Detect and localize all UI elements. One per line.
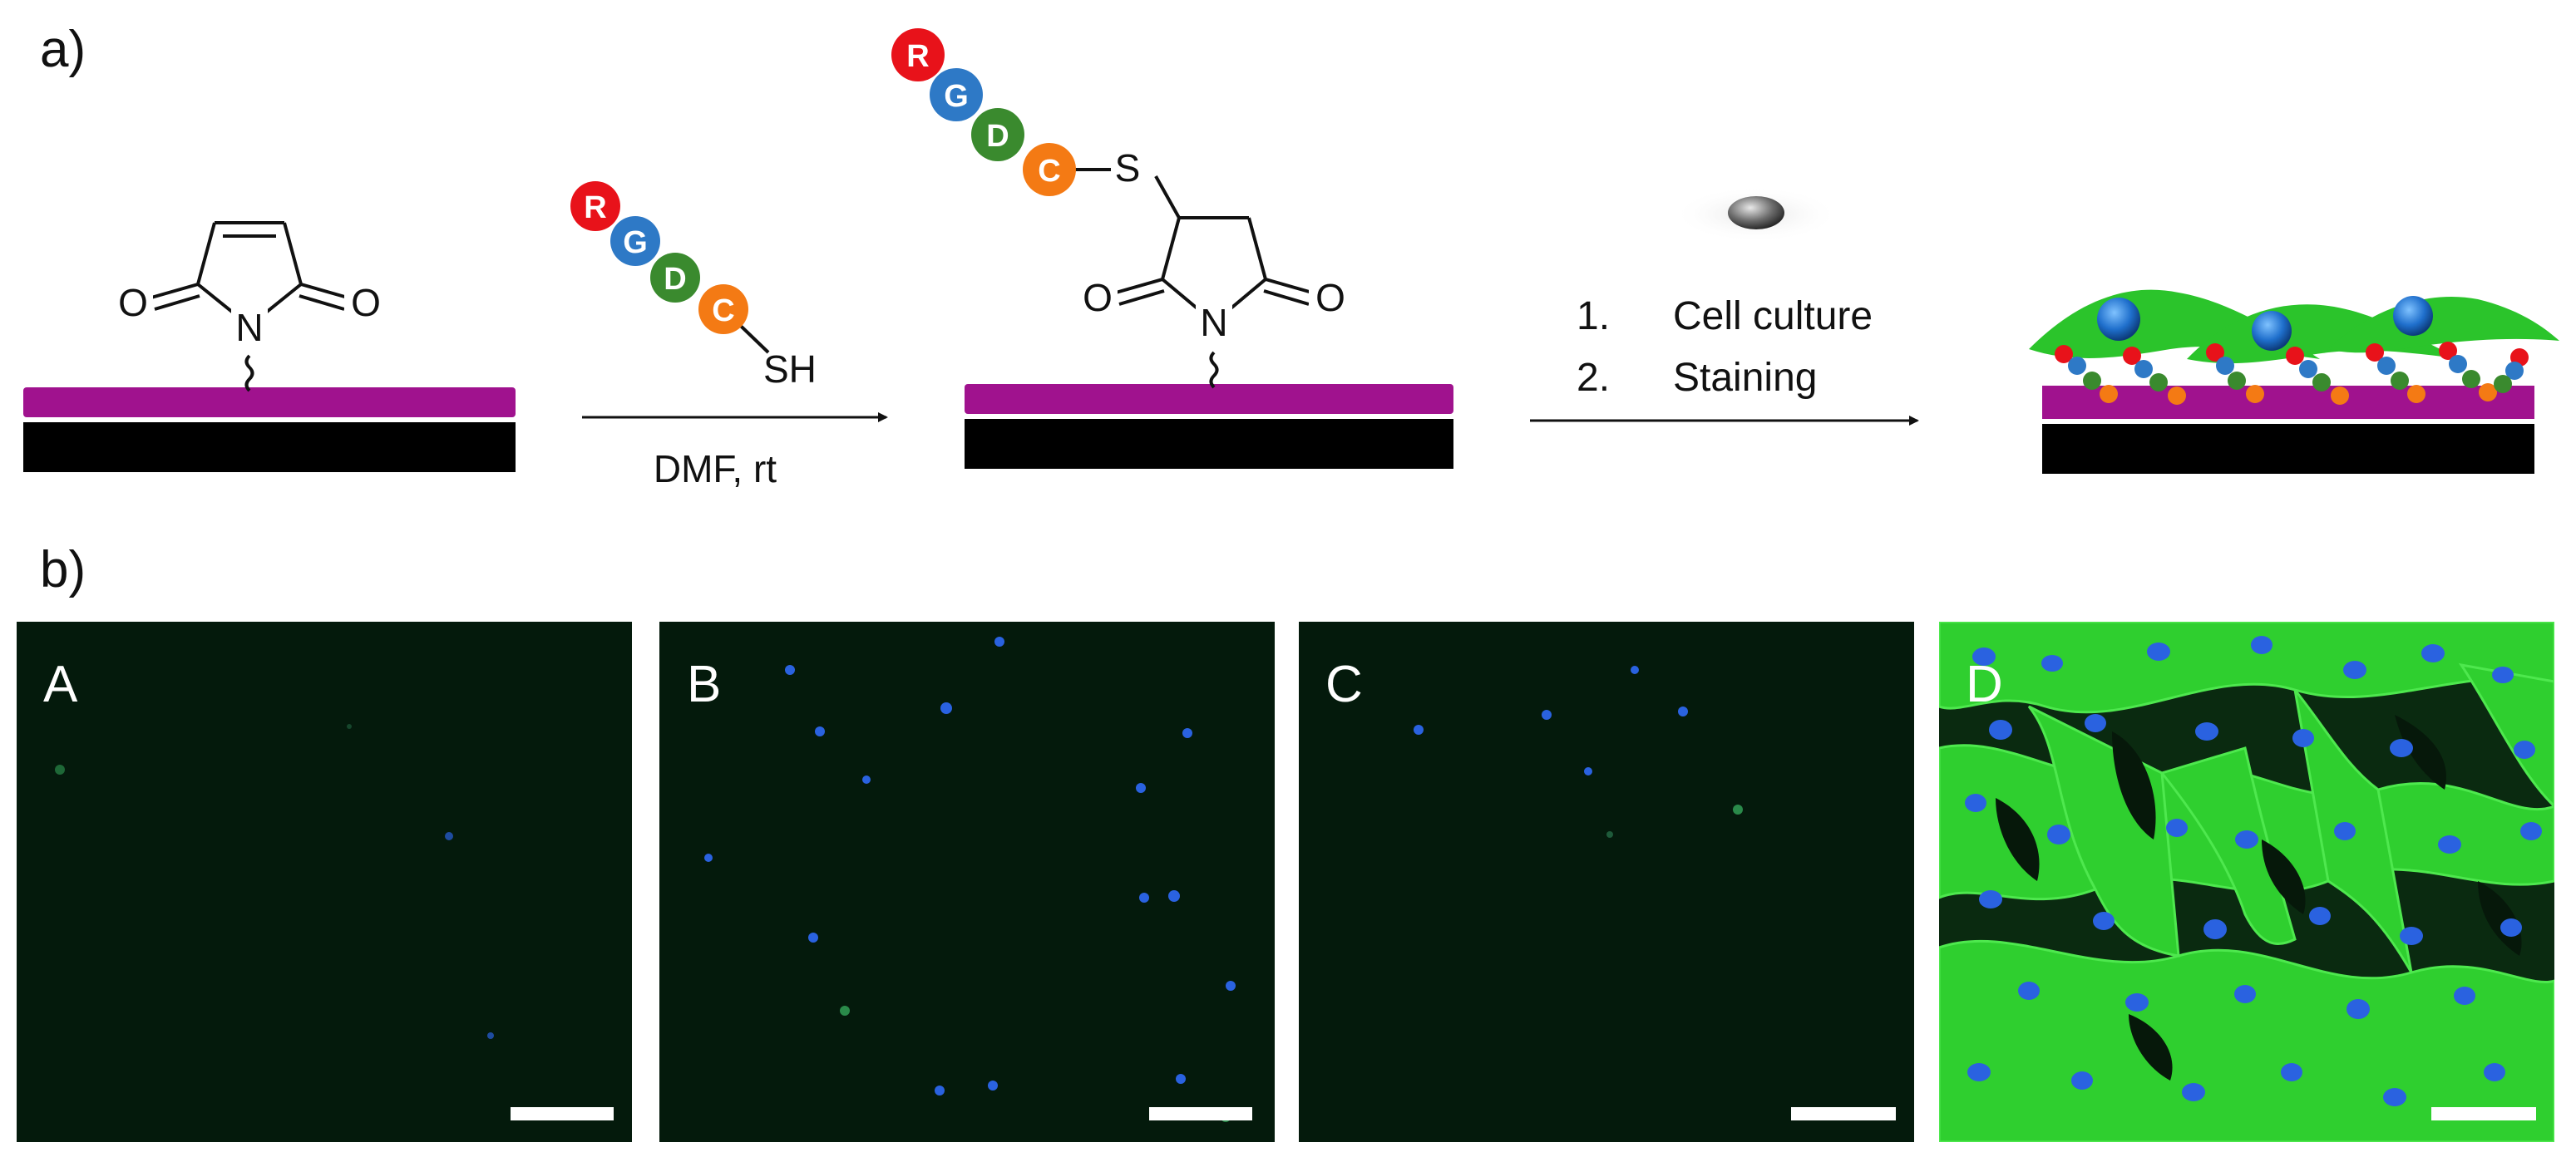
linker-wavy [244,354,254,392]
nucleus-3 [2393,296,2433,336]
micrograph-a: A [17,622,632,1142]
micrograph-label-c: C [1325,656,1363,713]
cell-seeded-surface [2029,289,2559,474]
bead-label-d-1: D [664,262,686,297]
atom-n-1: N [235,306,263,349]
atom-o-right-2: O [1315,276,1345,319]
scale-bar [511,1107,614,1120]
bead-label-d-2: D [986,119,1009,154]
reagent-label: DMF, rt [654,447,777,490]
thioether-label: S [1115,146,1141,190]
panel-b: b) A [17,541,2554,1142]
linker-wavy [1209,351,1219,389]
step-2-text: Staining [1673,356,1817,400]
bead-label-g-2: G [944,79,969,114]
nucleus-1 [2097,298,2140,341]
panel-a-label: a) [40,21,86,78]
bead-r-2 [891,28,945,81]
scale-bar [2431,1107,2536,1120]
nucleus-2 [2252,311,2292,351]
dark-gaps [1996,715,2522,1081]
step-1-text: Cell culture [1673,294,1873,338]
peptide-chains [2055,342,2529,405]
bead-c-1 [698,284,748,334]
substrate-block [23,422,516,472]
bead-c-2 [1023,143,1076,196]
atom-o-right-1: O [351,281,381,324]
bead-r-1 [570,181,620,231]
maleimide-surface: N O O [23,221,516,472]
bead-label-r-2: R [906,39,929,74]
micrograph-b: B [659,622,1275,1142]
thiol-label: SH [763,347,817,391]
bead-label-r-1: R [584,190,606,225]
bead-d-2 [971,108,1024,161]
step-1-number: 1. [1577,294,1610,338]
polymer-layer [965,384,1453,414]
micrograph-label-b: B [687,656,721,713]
atom-o-left-2: O [1083,276,1113,319]
scale-bar [1791,1107,1896,1120]
bead-g-2 [930,68,983,121]
rgdc-peptide-reagent: R G D C SH [570,181,817,391]
scale-bar [1149,1107,1252,1120]
atom-n-2: N [1200,301,1227,344]
atom-o-left-1: O [118,281,148,324]
substrate-block [965,419,1453,469]
bead-label-c-1: C [712,293,734,328]
stained-nuclei [1965,636,2542,1106]
step-2-number: 2. [1577,356,1610,400]
micrograph-label-d: D [1966,656,2003,713]
micrograph-d: D [1939,622,2554,1142]
micrograph-label-a: A [43,656,78,713]
bead-g-1 [610,216,660,266]
cell-body-3 [2328,296,2559,353]
panel-a: a) N O O [23,21,2559,490]
bead-label-c-2: C [1038,154,1060,189]
bead-d-1 [650,253,700,303]
polymer-layer [2042,386,2534,419]
polymer-layer [23,387,516,417]
rgdc-conjugated-surface: N O O S R G D C [891,28,1453,469]
substrate-block [2042,424,2534,474]
micrograph-c: C [1299,622,1914,1142]
panel-b-label: b) [40,541,86,598]
bead-label-g-1: G [623,225,648,260]
cell-icon [1673,186,1839,243]
